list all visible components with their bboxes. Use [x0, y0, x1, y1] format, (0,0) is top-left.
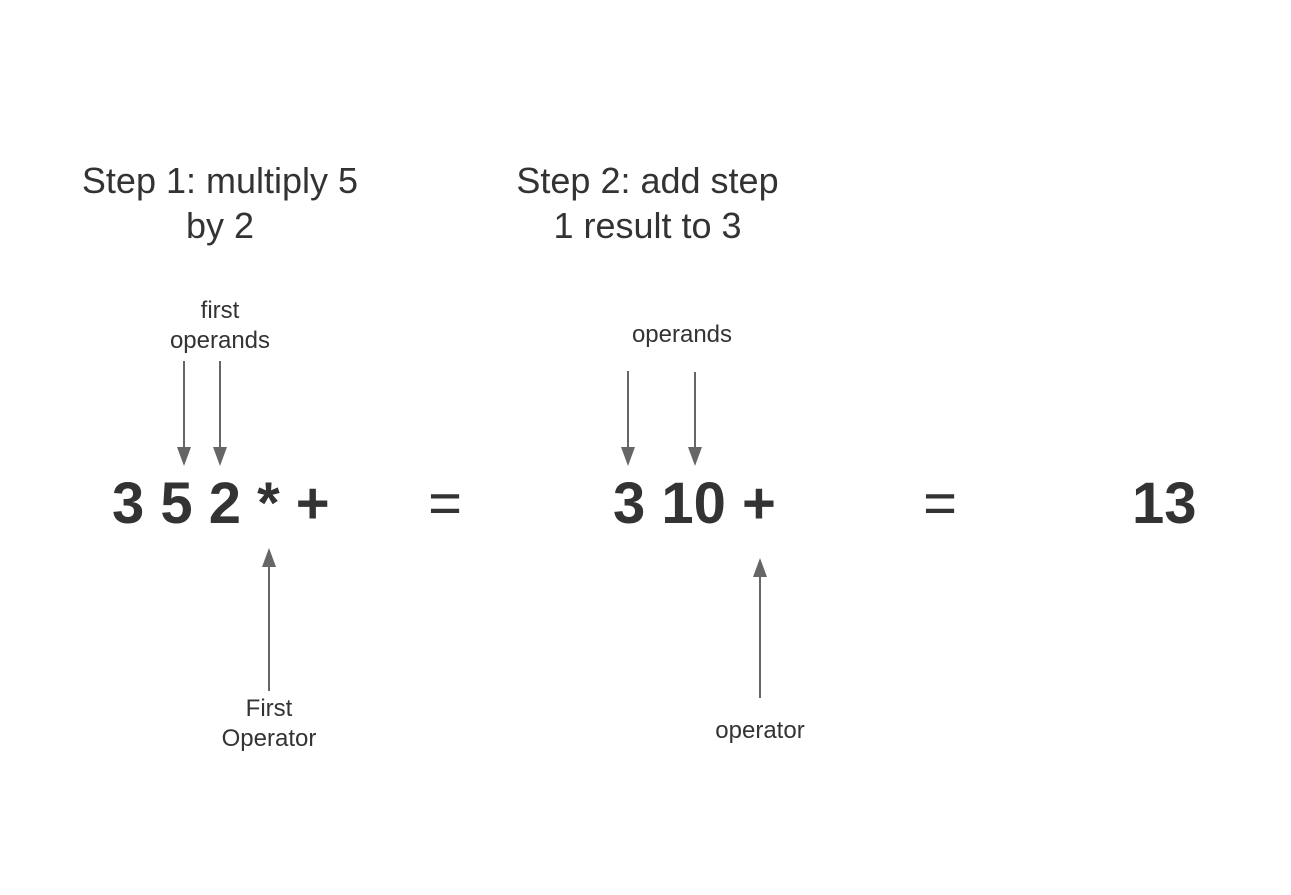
second-expression: 3 10 + — [613, 471, 776, 536]
first-operands-label: first operands — [169, 297, 271, 354]
first-operator-label: First Operator — [221, 695, 317, 752]
second-equals-sign: = — [923, 471, 957, 536]
operator-arrow — [753, 558, 767, 698]
first-expression: 3 5 2 * + — [112, 471, 330, 536]
operator-label: operator — [715, 717, 805, 744]
operands-label: operands — [631, 321, 733, 348]
operand-3-arrow — [621, 371, 635, 466]
first-equals-sign: = — [428, 471, 462, 536]
step1-title: Step 1: multiply 5 by 2 — [81, 160, 359, 246]
first-operand-5-arrow — [213, 361, 227, 466]
result-value: 13 — [1132, 471, 1197, 536]
step2-title: Step 2: add step 1 result to 3 — [516, 160, 779, 246]
first-operator-arrow — [262, 548, 276, 691]
first-operand-3-arrow — [177, 361, 191, 466]
operand-10-arrow — [688, 372, 702, 466]
